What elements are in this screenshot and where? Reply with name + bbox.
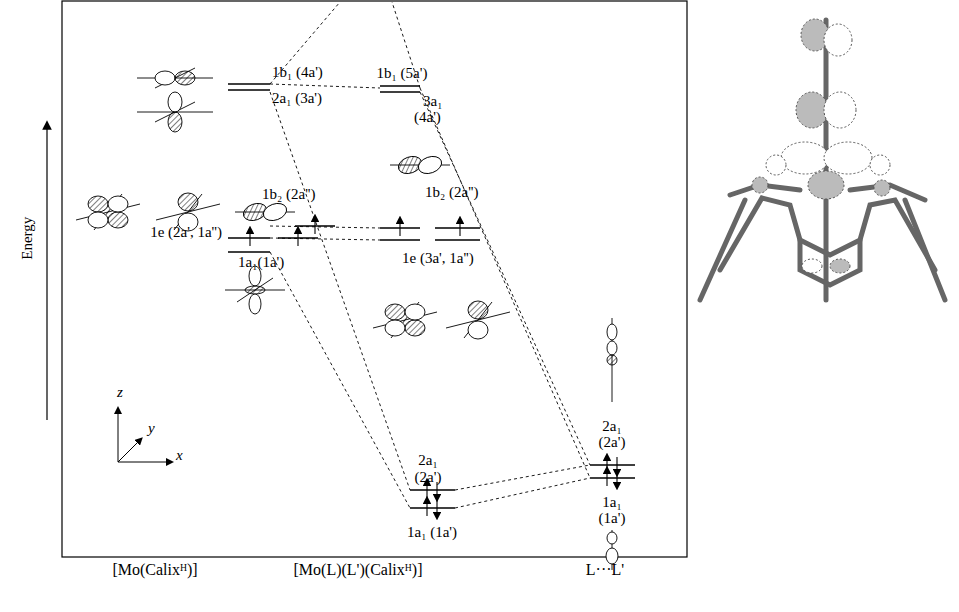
orbital-label: 1b₂ (2a''): [425, 184, 479, 201]
orbital-label: 2a₁ (3a'): [272, 90, 322, 107]
axis-label: x: [176, 447, 183, 464]
column-label: [Mo(Calixᴴ)]: [112, 561, 197, 579]
orbital-label: (1a'): [599, 510, 626, 527]
axis-label: z: [117, 384, 123, 401]
orbital-label: 2a₁: [418, 452, 437, 469]
orbital-label: 1b₁ (5a'): [377, 65, 428, 82]
orbital-label: 1e (3a', 1a''): [402, 250, 474, 267]
orbital-label: (2a'): [415, 469, 442, 486]
axis-label: y: [148, 420, 155, 437]
column-label: L···L': [586, 561, 624, 579]
orbital-label: 3a₁: [423, 93, 442, 110]
orbital-label: 1e (2a', 1a''): [150, 224, 222, 241]
axis-title: Energy: [20, 216, 37, 259]
orbital-label: 1b₂ (2a''): [262, 186, 316, 203]
orbital-label: 1a₁ (1a'): [407, 524, 457, 541]
orbital-label: (2a'): [599, 434, 626, 451]
orbital-label: 1a₁: [602, 494, 621, 511]
orbital-label: 1a₁(1a'): [238, 254, 284, 271]
orbital-label: 2a₁: [602, 418, 621, 435]
orbital-label: 1b₁ (4a'): [272, 64, 323, 81]
orbital-label: (4a'): [414, 109, 441, 126]
column-label: [Mo(L)(L')(Calixᴴ)]: [294, 561, 423, 579]
